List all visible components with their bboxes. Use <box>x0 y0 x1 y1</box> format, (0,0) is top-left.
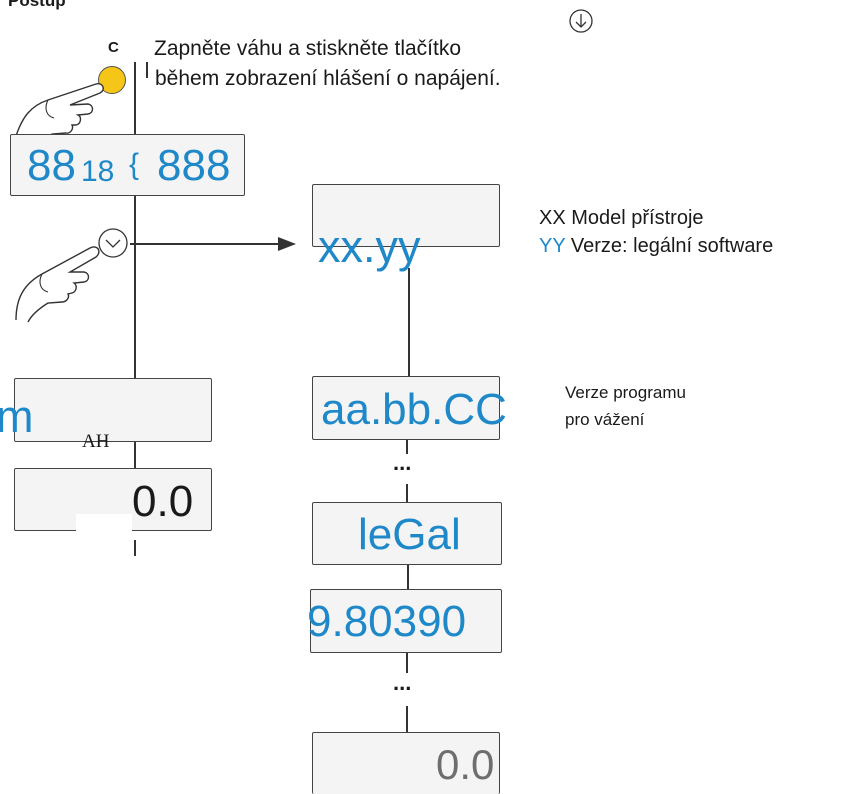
gravity-display <box>310 589 502 653</box>
circle-key-icon[interactable] <box>96 226 130 260</box>
white-mask <box>76 514 132 542</box>
ellipsis-2: ... <box>393 670 412 695</box>
key-label: C <box>108 39 119 56</box>
instruction-line-1: Zapněte váhu a stiskněte tlačítko <box>154 37 462 60</box>
startup-digits-small: 18 <box>81 155 115 188</box>
arrow-right-icon <box>278 237 296 251</box>
yy-text: Verze: legální software <box>565 235 774 257</box>
startup-digits-big: 88 <box>27 141 76 190</box>
program-display <box>312 376 500 440</box>
unit-display <box>14 378 212 442</box>
arrow-right-line <box>130 243 280 245</box>
legal-display <box>312 502 502 565</box>
program-display-text: aa.bb.CC <box>321 385 507 434</box>
model-note-xx: XX Model přístroje <box>539 207 704 229</box>
program-note-2: pro vážení <box>565 410 645 429</box>
instruction-line-2: během zobrazení hlášení o napájení. <box>155 67 501 90</box>
startup-display: 88 18 888 { <box>10 134 245 196</box>
left-flow-line <box>134 62 136 516</box>
model-note-yy: YY Verze: legální software <box>539 236 773 256</box>
mode-text: AH <box>82 431 110 452</box>
zero-value-left: 0.0 <box>132 477 194 526</box>
section-heading: Postup <box>8 0 66 10</box>
legal-display-text: leGal <box>358 510 461 559</box>
hand-pointer-icon <box>15 82 104 149</box>
startup-digits-right: 888 <box>157 141 231 190</box>
arrow-down-circle-icon <box>569 9 593 33</box>
yy-prefix: YY <box>539 235 566 257</box>
gravity-display-text: 9.80390 <box>307 597 467 646</box>
hand-pointer-icon <box>15 246 100 323</box>
unit-symbol: m <box>0 391 34 442</box>
program-note-1: Verze programu <box>565 383 686 402</box>
center-flow-line <box>408 268 410 376</box>
final-display-text: 0.0 <box>436 741 495 788</box>
model-display <box>312 184 500 247</box>
final-display <box>312 732 500 794</box>
ellipsis-1: ... <box>393 450 412 475</box>
model-display-text: xx.yy <box>318 221 421 272</box>
